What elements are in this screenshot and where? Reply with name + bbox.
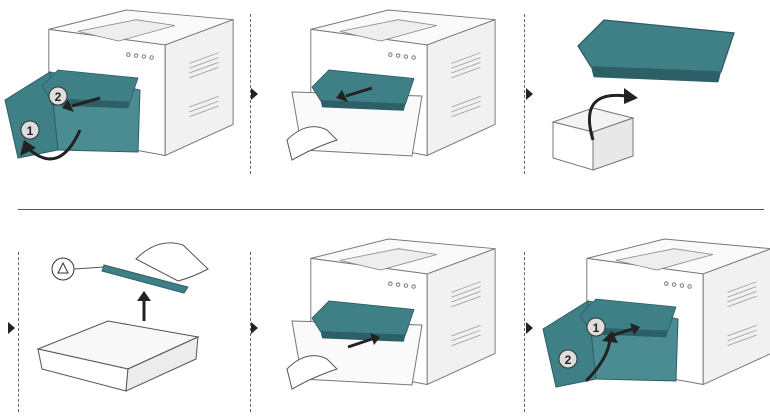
step-5-panel <box>286 238 496 390</box>
curved-arrow-icon <box>29 129 82 161</box>
step-arrow-icon <box>526 322 533 334</box>
step-divider-1 <box>250 14 251 174</box>
step-2-panel <box>286 9 496 161</box>
curved-arrow-icon <box>584 338 612 383</box>
step-arrow-icon <box>251 322 258 334</box>
step-arrow-icon <box>251 88 258 100</box>
callout-1: 1 <box>20 120 40 140</box>
imaging-unit-icon <box>577 19 735 84</box>
svg-text:1: 1 <box>593 321 600 335</box>
step-6-panel: 1 2 <box>542 238 770 388</box>
row-divider <box>18 209 764 210</box>
step-arrow-icon <box>8 322 15 334</box>
step-3-panel <box>551 19 735 171</box>
callout-2: 2 <box>558 349 578 369</box>
step-1-panel: 1 2 <box>4 9 234 161</box>
step-divider-2 <box>524 14 525 174</box>
callout-2: 2 <box>48 86 68 106</box>
box-icon <box>551 107 635 171</box>
hand-icon <box>286 355 338 390</box>
hand-icon <box>286 126 338 161</box>
step-4-panel <box>36 242 209 392</box>
step-divider-3 <box>18 252 19 412</box>
svg-text:2: 2 <box>55 90 62 104</box>
protective-part <box>101 264 189 294</box>
step-divider-5 <box>524 252 525 412</box>
curved-arrow-icon <box>588 93 627 141</box>
recycle-icon <box>51 257 75 281</box>
step-arrow-icon <box>526 88 533 100</box>
hand-icon <box>135 242 209 282</box>
imaging-unit-icon <box>36 320 200 392</box>
svg-text:2: 2 <box>565 353 572 367</box>
callout-1: 1 <box>586 317 606 337</box>
svg-text:1: 1 <box>27 124 34 138</box>
step-divider-4 <box>250 252 251 412</box>
